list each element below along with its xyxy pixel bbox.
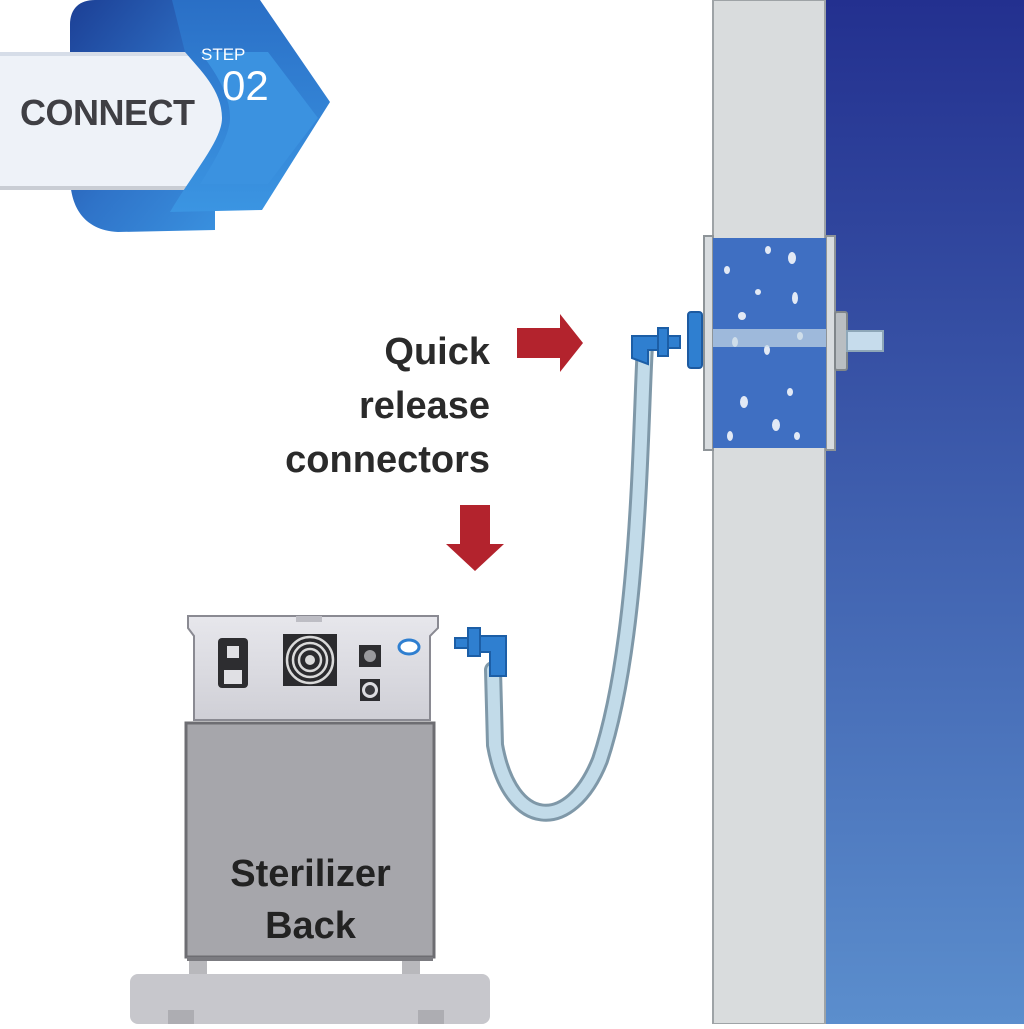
arrow-down	[446, 505, 504, 571]
wall-port	[687, 235, 884, 451]
panel-port-blue	[397, 638, 421, 656]
banner-title: CONNECT	[20, 92, 195, 133]
chamber-wall	[712, 0, 1024, 1025]
device-label-line-1: Sterilizer	[230, 853, 391, 895]
arrow-right	[517, 314, 583, 372]
device-label: Sterilizer Back	[187, 848, 434, 952]
hose	[484, 336, 654, 822]
wall-quick-connector	[631, 327, 681, 366]
wall-panel	[712, 0, 826, 1025]
device-label-line-2: Back	[265, 905, 356, 947]
chamber-interior	[826, 0, 1024, 1024]
callout-line-2: release	[358, 385, 490, 427]
callout-line-1: Quick	[384, 331, 490, 373]
callout-line-3: connectors	[285, 439, 490, 481]
device-quick-connector	[454, 627, 507, 677]
step-word: STEP	[201, 45, 246, 64]
step-banner	[0, 0, 330, 232]
step-number: 02	[222, 62, 269, 109]
sterilizer	[130, 615, 490, 1024]
